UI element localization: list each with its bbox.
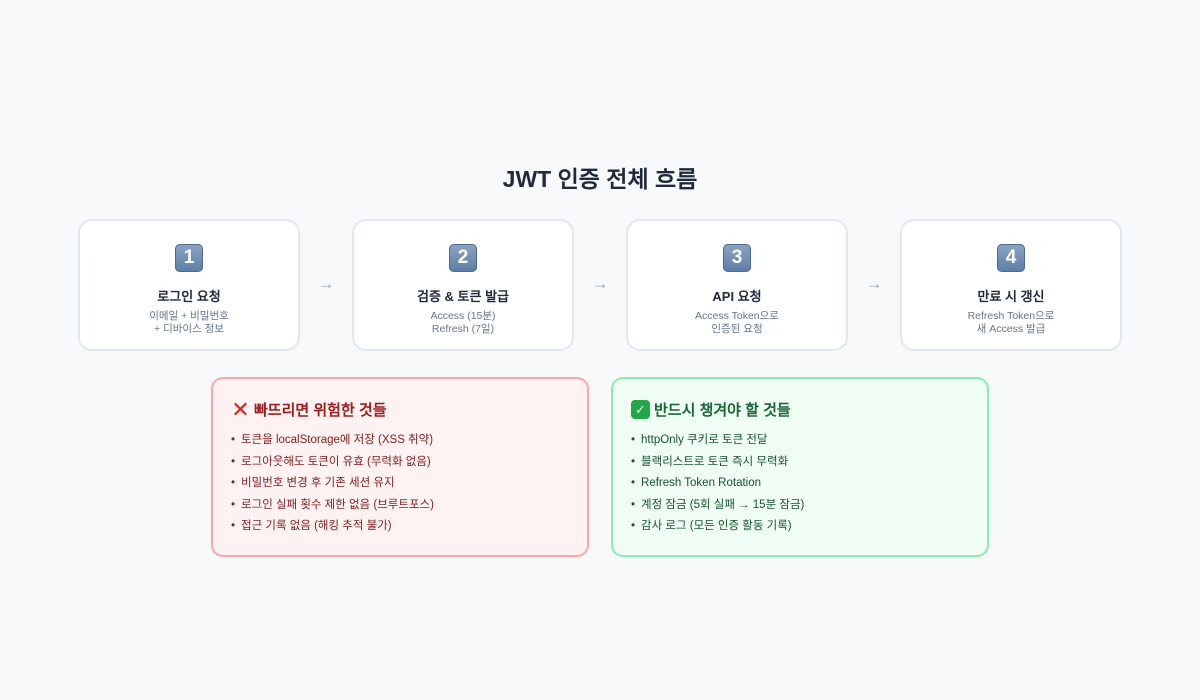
step-desc: Access Token으로 인증된 요청	[695, 310, 779, 335]
step-card-login: 1 로그인 요청 이메일 + 비밀번호 + 디바이스 정보	[78, 219, 300, 351]
step-card-api: 3 API 요청 Access Token으로 인증된 요청	[626, 219, 848, 351]
check-mark-icon: ✓	[631, 400, 650, 419]
list-item: 토큰을 localStorage에 저장 (XSS 취약)	[231, 430, 569, 452]
number-3-icon: 3	[723, 244, 751, 272]
must-have-panel: ✓반드시 챙겨야 할 것들 httpOnly 쿠키로 토큰 전달 블랙리스트로 …	[611, 377, 989, 557]
step-title: 로그인 요청	[157, 289, 221, 304]
step-card-verify: 2 검증 & 토큰 발급 Access (15분) Refresh (7일)	[352, 219, 574, 351]
step-title: 만료 시 갱신	[977, 289, 1045, 304]
list-item: 계정 잠금 (5회 실패 → 15분 잠금)	[631, 495, 969, 517]
list-item: 감사 로그 (모든 인증 활동 기록)	[631, 516, 969, 538]
arrow-right-icon: →	[591, 274, 609, 293]
list-item: 블랙리스트로 토큰 즉시 무력화	[631, 452, 969, 474]
arrow-right-icon: →	[865, 274, 883, 293]
step-card-refresh: 4 만료 시 갱신 Refresh Token으로 새 Access 발급	[900, 219, 1122, 351]
number-1-icon: 1	[175, 244, 203, 272]
number-2-icon: 2	[449, 244, 477, 272]
risks-panel: ✕빠뜨리면 위험한 것들 토큰을 localStorage에 저장 (XSS 취…	[211, 377, 589, 557]
step-desc: 이메일 + 비밀번호 + 디바이스 정보	[149, 310, 229, 335]
list-item: httpOnly 쿠키로 토큰 전달	[631, 430, 969, 452]
step-desc: Access (15분) Refresh (7일)	[430, 310, 496, 335]
arrow-right-icon: →	[317, 274, 335, 293]
must-have-title: 반드시 챙겨야 할 것들	[654, 402, 791, 419]
cross-mark-icon: ✕	[231, 396, 250, 422]
list-item: 접근 기록 없음 (해킹 추적 불가)	[231, 516, 569, 538]
list-item: 로그아웃해도 토큰이 유효 (무력화 없음)	[231, 452, 569, 474]
step-title: 검증 & 토큰 발급	[417, 289, 509, 304]
list-item: Refresh Token Rotation	[631, 473, 969, 495]
page-title: JWT 인증 전체 흐름	[502, 166, 698, 192]
risks-title: 빠뜨리면 위험한 것들	[254, 402, 387, 419]
list-item: 비밀번호 변경 후 기존 세션 유지	[231, 473, 569, 495]
number-4-icon: 4	[997, 244, 1025, 272]
step-title: API 요청	[712, 289, 762, 304]
step-desc: Refresh Token으로 새 Access 발급	[967, 310, 1055, 335]
list-item: 로그인 실패 횟수 제한 없음 (브루트포스)	[231, 495, 569, 517]
